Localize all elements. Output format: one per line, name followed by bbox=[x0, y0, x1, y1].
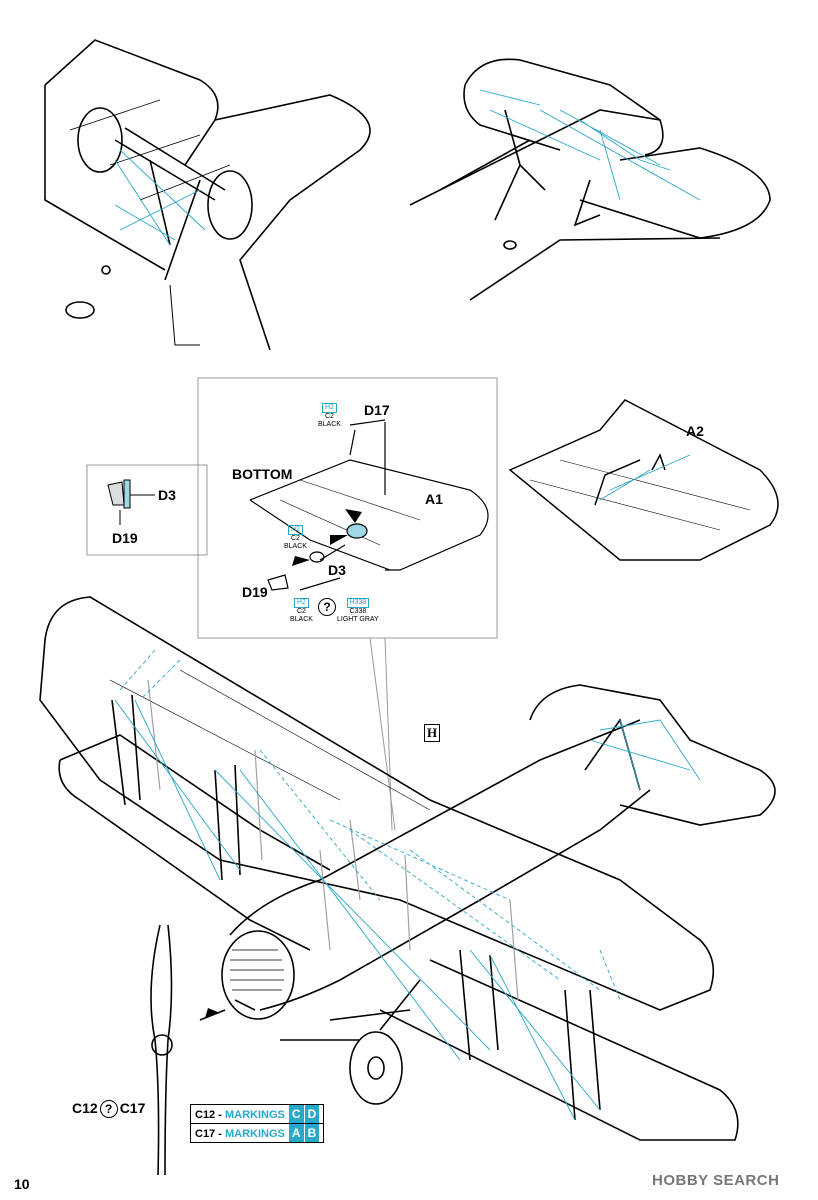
inset-frame-center bbox=[197, 377, 498, 639]
choice-symbol: ? bbox=[99, 1100, 118, 1119]
inset-frame-left bbox=[86, 464, 208, 556]
tail-rigging bbox=[479, 89, 701, 201]
label-bottom: BOTTOM bbox=[232, 466, 293, 482]
label-a1: A1 bbox=[425, 491, 443, 507]
upper-wing-a2-detail bbox=[508, 399, 779, 561]
landing-gear-rigging bbox=[114, 149, 206, 246]
main-rigging bbox=[114, 649, 701, 1121]
assembly-arrows bbox=[205, 509, 362, 1018]
label-d19-inset: D19 bbox=[112, 530, 138, 546]
biplane-main bbox=[39, 596, 776, 1176]
reference-box-h: H bbox=[424, 724, 440, 742]
landing-gear-detail bbox=[44, 39, 371, 351]
label-d17: D17 bbox=[364, 402, 390, 418]
paint-callout-d19-b: H338 C338 LIGHT GRAY bbox=[337, 598, 379, 623]
watermark: HOBBY SEARCH bbox=[652, 1172, 780, 1189]
label-a2: A2 bbox=[686, 423, 704, 439]
page-number: 10 bbox=[14, 1176, 30, 1192]
wing-bottom-detail bbox=[249, 419, 489, 591]
paint-callout-d17: H2 C2 BLACK bbox=[318, 403, 341, 428]
label-d3-main: D3 bbox=[328, 562, 346, 578]
paint-callout-d19-a: H2 C2 BLACK bbox=[290, 598, 313, 623]
paint-callout-d3: H2 C2 BLACK bbox=[284, 525, 307, 550]
propeller-choice: C12?C17 bbox=[72, 1100, 146, 1119]
choice-symbol-paint: ? bbox=[318, 598, 336, 616]
d3-d19-part-inset bbox=[107, 479, 155, 525]
label-d19-main: D19 bbox=[242, 584, 268, 600]
tail-detail bbox=[409, 58, 771, 301]
label-d3-inset: D3 bbox=[158, 487, 176, 503]
